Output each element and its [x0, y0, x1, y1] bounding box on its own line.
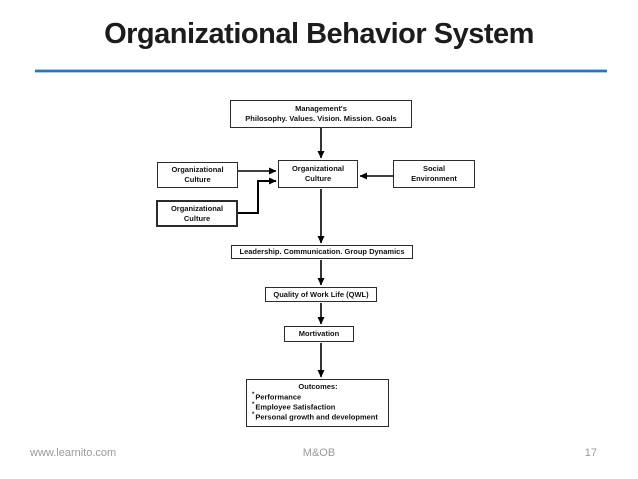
footer-course-label: M&OB: [302, 447, 336, 459]
box-culture-center-line2: Culture: [304, 174, 332, 183]
box-culture-left-line1: Organizational: [171, 165, 224, 175]
outcome-item-performance: *Performance: [252, 392, 384, 402]
box-culture-lower-line1: Organizational: [170, 203, 224, 213]
box-social-line2: Environment: [411, 174, 457, 183]
box-organizational-culture-lower-left: Organizational Culture: [156, 200, 238, 227]
slide-title: Organizational Behavior System: [104, 18, 534, 50]
box-leadership-label: Leadership. Communication. Group Dynamic…: [239, 247, 405, 257]
box-motivation-label: Mortivation: [298, 329, 340, 339]
bullet-asterisk: *: [252, 391, 255, 398]
box-culture-lower-line2: Culture: [183, 213, 211, 223]
box-management-philosophy: Management's Philosophy. Values. Vision.…: [230, 100, 412, 128]
bullet-asterisk: *: [252, 412, 255, 419]
box-culture-center-line1: Organizational: [291, 164, 345, 174]
outcomes-title: Outcomes:: [298, 382, 338, 391]
box-management-line2: Philosophy. Values. Vision. Mission. Goa…: [245, 114, 397, 123]
outcome-item-label: Employee Satisfaction: [255, 402, 336, 412]
box-social-environment: Social Environment: [393, 160, 475, 188]
outcome-item-label: Personal growth and development: [255, 412, 378, 422]
arrow-lower-culture-to-culture: [238, 177, 277, 214]
box-organizational-culture-left: Organizational Culture: [157, 162, 238, 188]
box-quality-of-work-life: Quality of Work Life (QWL): [265, 287, 377, 302]
box-motivation: Mortivation: [284, 326, 354, 342]
footer-page-number: 17: [584, 447, 597, 459]
bullet-asterisk: *: [252, 402, 255, 408]
box-leadership-communication: Leadership. Communication. Group Dynamic…: [231, 245, 413, 259]
box-management-line1: Management's: [295, 104, 347, 114]
outcome-item-label: Performance: [255, 392, 302, 402]
footer-website-url: www.learnito.com: [30, 447, 117, 459]
box-qwl-label: Quality of Work Life (QWL): [273, 289, 369, 299]
outcome-item-employee-satisfaction: *Employee Satisfaction: [252, 402, 384, 412]
outcome-item-personal-growth: *Personal growth and development: [252, 412, 384, 422]
box-organizational-culture-center: Organizational Culture: [278, 160, 358, 188]
box-outcomes: Outcomes: *Performance *Employee Satisfa…: [246, 379, 389, 427]
title-underline: [35, 70, 607, 72]
box-culture-left-line2: Culture: [184, 175, 211, 184]
box-social-line1: Social: [422, 164, 446, 174]
